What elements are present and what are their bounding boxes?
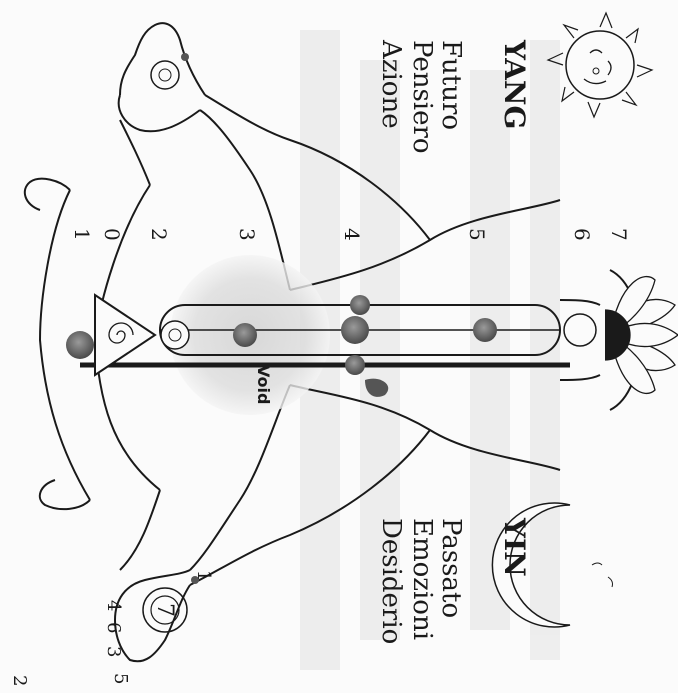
chakra-solar xyxy=(233,323,257,347)
number-5: 5 xyxy=(465,228,489,241)
right-center-number: 7 xyxy=(152,603,177,617)
yang-line-2: Pensiero xyxy=(407,40,437,154)
number-0: 0 xyxy=(100,228,124,241)
yang-line-3: Azione xyxy=(376,39,406,129)
number-4: 4 xyxy=(340,228,364,241)
yang-title: YANG xyxy=(498,39,531,129)
chakra-third-eye xyxy=(473,318,497,342)
right-number-6: 6 xyxy=(103,622,124,633)
void-label: Void xyxy=(254,365,273,404)
number-2: 2 xyxy=(147,228,171,241)
chakra-root xyxy=(66,331,94,359)
right-hand-numbers: 7 1 4 6 3 2 5 xyxy=(9,570,214,686)
right-number-4: 4 xyxy=(103,600,124,611)
eye-icon xyxy=(151,53,189,89)
yin-title: YIN xyxy=(498,517,531,577)
chakra-heart-right xyxy=(345,355,365,375)
number-7: 7 xyxy=(607,228,631,241)
chakra-crown xyxy=(564,314,596,346)
right-number-1: 1 xyxy=(193,570,214,581)
right-number-2: 2 xyxy=(9,675,30,686)
number-3: 3 xyxy=(235,228,259,241)
yin-line-3: Desiderio xyxy=(376,518,406,644)
number-6: 6 xyxy=(570,228,594,241)
right-number-5: 5 xyxy=(110,673,131,684)
chakra-flower xyxy=(161,321,189,349)
right-number-3: 3 xyxy=(103,646,124,657)
yin-line-2: Emozioni xyxy=(407,518,437,640)
yang-line-1: Futuro xyxy=(436,40,466,130)
sun-icon xyxy=(548,13,652,117)
lotus-icon xyxy=(605,277,678,394)
chakra-heart-left xyxy=(350,295,370,315)
chakra-heart xyxy=(341,316,369,344)
yin-line-1: Passato xyxy=(436,518,466,618)
number-1: 1 xyxy=(70,228,94,241)
